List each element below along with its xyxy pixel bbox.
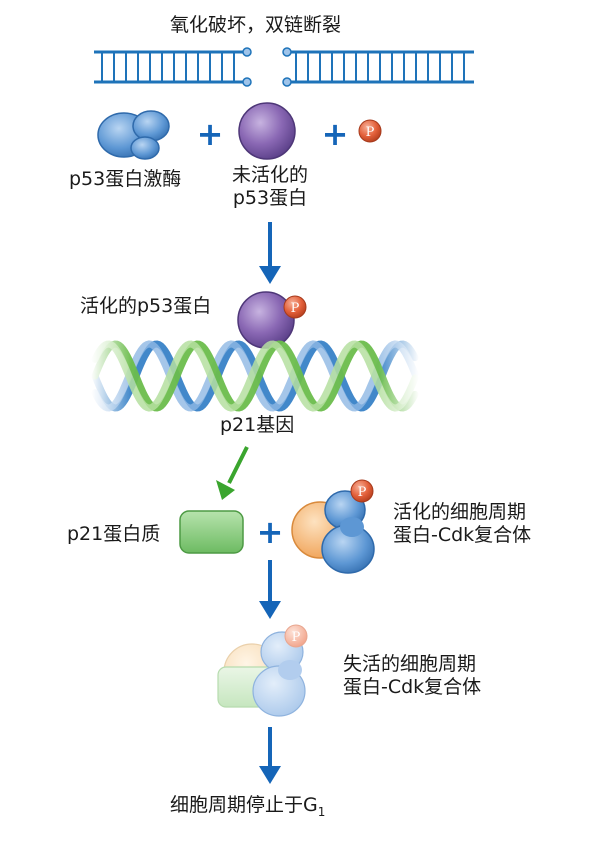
arrow-down-1: [259, 222, 281, 284]
plus-sign-1: +: [197, 115, 224, 153]
inactive-complex-label-line1: 失活的细胞周期: [343, 653, 477, 675]
svg-text:P: P: [358, 485, 367, 500]
arrest-label-text: 细胞周期停止于G: [170, 794, 318, 816]
plus-sign-2: +: [322, 115, 349, 153]
kinase-label: p53蛋白激酶: [69, 168, 182, 190]
dna-strand-4: [91, 340, 419, 412]
active-complex-shape: P: [291, 479, 375, 574]
phosphate-free: P: [358, 119, 382, 143]
active-complex-label-line1: 活化的细胞周期: [393, 501, 527, 523]
inactive-complex-label-line2: 蛋白-Cdk复合体: [343, 675, 482, 698]
kinase-shape: [97, 110, 170, 160]
svg-text:P: P: [291, 301, 300, 316]
active-p53-shape: P: [237, 291, 307, 349]
svg-text:P: P: [366, 125, 375, 140]
p21-protein-label: p21蛋白质: [67, 523, 161, 545]
arrest-label-subscript: 1: [317, 804, 326, 819]
gene-label: p21基因: [220, 414, 295, 436]
dna-fade-right: [379, 336, 419, 416]
inactive-p53-shape: [238, 102, 296, 160]
arrow-green: [216, 446, 249, 500]
broken-dna-left: [94, 47, 252, 87]
plus-sign-3: +: [257, 513, 284, 551]
title-label: 氧化破坏，双链断裂: [170, 14, 342, 36]
inactive-p53-label-line2: p53蛋白: [232, 186, 308, 209]
active-complex-label-line2: 蛋白-Cdk复合体: [393, 523, 532, 546]
arrow-down-2: [259, 560, 281, 619]
svg-text:P: P: [292, 630, 301, 645]
broken-dna-right: [282, 47, 474, 87]
inactive-complex-shape: P: [217, 624, 308, 717]
arrow-down-3: [259, 727, 281, 784]
active-p53-label: 活化的p53蛋白: [80, 295, 212, 317]
p21-protein-shape: [179, 510, 244, 554]
inactive-p53-label-line1: 未活化的: [231, 164, 308, 186]
dna-helix: [91, 336, 419, 416]
arrest-label: 细胞周期停止于G1: [170, 794, 325, 819]
inactive-p53-label: 未活化的 p53蛋白: [222, 164, 318, 210]
active-complex-label: 活化的细胞周期 蛋白-Cdk复合体: [393, 501, 531, 547]
inactive-complex-label: 失活的细胞周期 蛋白-Cdk复合体: [343, 653, 481, 699]
dna-fade-left: [91, 336, 131, 416]
